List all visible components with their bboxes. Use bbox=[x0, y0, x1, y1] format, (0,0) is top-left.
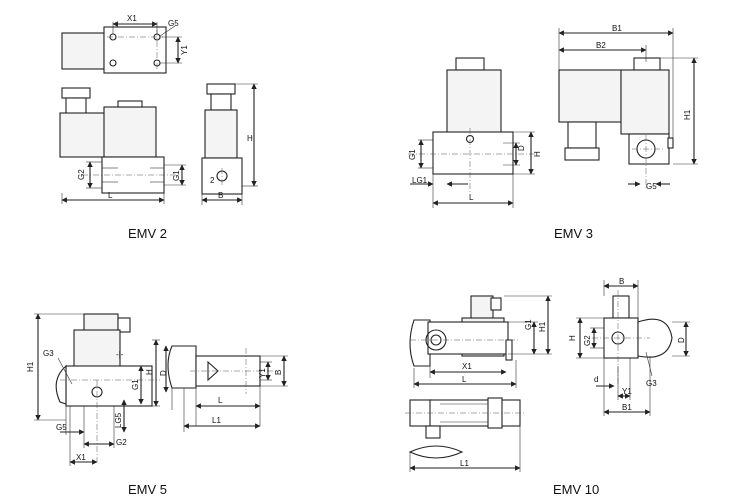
emv5-drawing: -|- H1 G3 G1 H LG5 G5 G2 X1 bbox=[26, 313, 288, 466]
emv3-dim-h1: H1 bbox=[683, 109, 692, 120]
emv2-dim-g5: G5 bbox=[168, 19, 179, 28]
emv3-caption: EMV 3 bbox=[554, 226, 594, 241]
emv5-dim-l1: L1 bbox=[212, 416, 221, 425]
emv5-caption: EMV 5 bbox=[128, 482, 168, 497]
emv10-caption: EMV 10 bbox=[553, 482, 600, 497]
emv3-dim-h: H bbox=[533, 151, 542, 157]
emv10-dim-x1: X1 bbox=[462, 362, 472, 371]
emv3-dim-g5: G5 bbox=[646, 182, 657, 191]
emv5-dim-g5: G5 bbox=[56, 423, 67, 432]
emv2-side-view bbox=[59, 87, 186, 204]
emv3-dim-b1: B1 bbox=[612, 24, 622, 33]
emv10-drawing: G1 H1 X1 L L1 bbox=[405, 277, 690, 472]
emv5-front-view bbox=[163, 345, 288, 432]
emv10-dim-l: L bbox=[462, 375, 467, 384]
emv3-dim-lg1: LG1 bbox=[412, 176, 428, 185]
emv10-dim-d: D bbox=[677, 337, 686, 343]
emv3-side-view bbox=[408, 57, 535, 208]
emv3-dim-l: L bbox=[469, 193, 474, 202]
emv3-dim-g1: G1 bbox=[408, 149, 417, 160]
emv5-dim-g1: G1 bbox=[131, 379, 140, 390]
emv3-dim-b2: B2 bbox=[596, 41, 606, 50]
svg-text:-|-: -|- bbox=[116, 350, 124, 359]
emv2-dim-x1: X1 bbox=[127, 14, 137, 23]
emv10-dim-h: H bbox=[568, 335, 577, 341]
emv2-dim-y1: Y1 bbox=[180, 45, 189, 55]
emv10-dim-y1: Y1 bbox=[622, 387, 632, 396]
emv5-dim-b: B bbox=[274, 370, 283, 375]
emv2-dim-l: L bbox=[108, 191, 113, 200]
emv2-front-view: 2 bbox=[201, 83, 258, 205]
emv10-dim-b: B bbox=[619, 277, 624, 286]
emv5-dim-g2: G2 bbox=[116, 438, 127, 447]
emv10-dim-b1: B1 bbox=[622, 403, 632, 412]
emv5-dim-x1: X1 bbox=[76, 453, 86, 462]
emv5-dim-h: H bbox=[145, 369, 154, 375]
emv5-dim-g3: G3 bbox=[43, 349, 54, 358]
svg-text:2: 2 bbox=[210, 176, 215, 185]
emv3-dim-d: D bbox=[517, 145, 526, 151]
emv5-dim-lg5: LG5 bbox=[114, 412, 123, 428]
emv5-dim-y1: Y1 bbox=[258, 368, 267, 378]
emv2-caption: EMV 2 bbox=[128, 226, 168, 241]
emv3-drawing: G1 D H LG1 L B1 B2 H1 bbox=[408, 24, 698, 208]
emv2-dim-h: H bbox=[247, 134, 253, 143]
emv2-dim-g2: G2 bbox=[77, 169, 86, 180]
emv10-dim-g1: G1 bbox=[524, 319, 533, 330]
emv10-dim-h1: H1 bbox=[538, 321, 547, 332]
emv5-side-view: -|- bbox=[34, 313, 160, 466]
emv10-dim-g3: G3 bbox=[646, 379, 657, 388]
emv2-dim-g1: G1 bbox=[172, 170, 181, 181]
emv2-drawing: X1 G5 Y1 G2 G1 L bbox=[59, 14, 258, 205]
emv3-front-view bbox=[558, 28, 698, 190]
emv10-dim-l1: L1 bbox=[460, 459, 469, 468]
emv10-front-view bbox=[576, 280, 690, 416]
emv5-dim-l: L bbox=[218, 396, 223, 405]
emv5-dim-d: D bbox=[159, 370, 168, 376]
emv10-dim-g2: G2 bbox=[583, 335, 592, 346]
emv2-dim-b: B bbox=[218, 191, 223, 200]
emv10-top-view bbox=[409, 295, 552, 388]
emv10-bottom-view bbox=[405, 397, 525, 472]
emv10-dim-d-small: d bbox=[594, 375, 598, 384]
emv5-dim-h1: H1 bbox=[26, 361, 35, 372]
emv2-top-view bbox=[61, 21, 182, 74]
